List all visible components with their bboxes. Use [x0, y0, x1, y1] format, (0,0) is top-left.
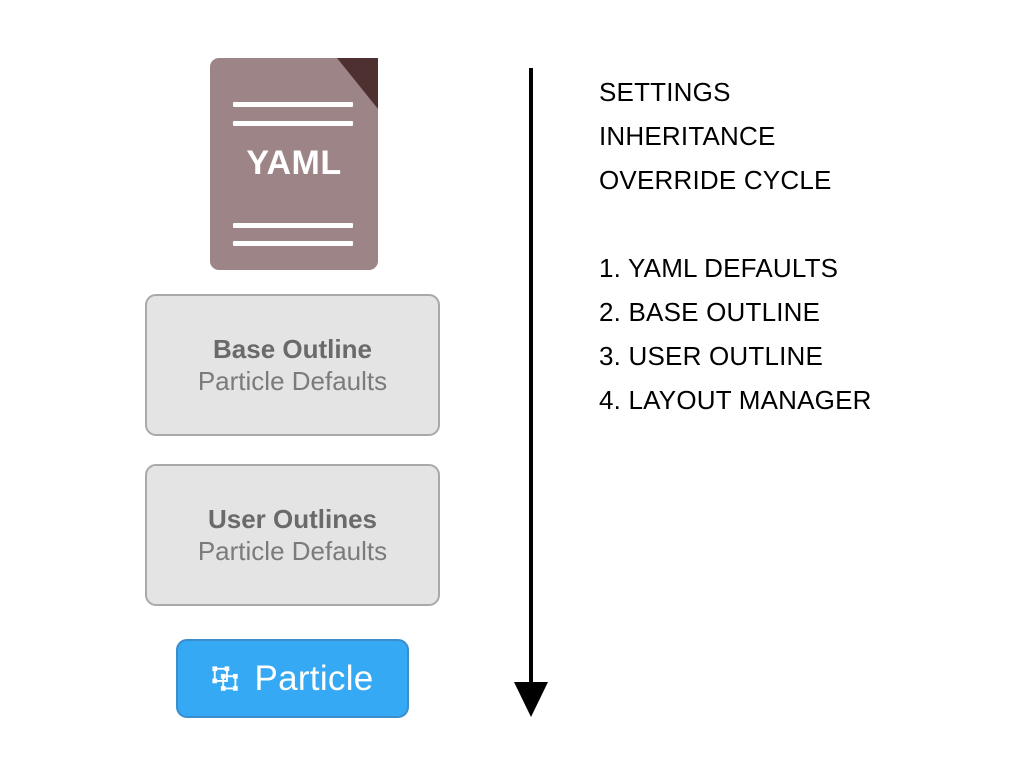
particle-button-label: Particle	[254, 659, 374, 698]
yaml-text-line	[233, 241, 353, 246]
user-outlines-subtitle: Particle Defaults	[197, 536, 388, 566]
yaml-text-line	[233, 102, 353, 107]
notes-step-item: 4. LAYOUT MANAGER	[599, 385, 872, 415]
base-outline-subtitle: Particle Defaults	[197, 366, 388, 396]
yaml-text-line	[233, 121, 353, 126]
base-outline-title: Base Outline	[213, 333, 372, 364]
downward-flow-arrow	[514, 68, 548, 717]
yaml-label: YAML	[246, 144, 342, 182]
notes-heading-line: OVERRIDE CYCLE	[599, 165, 832, 195]
yaml-text-line	[233, 223, 353, 228]
notes-heading-line: SETTINGS	[599, 77, 731, 107]
yaml-document-body	[210, 58, 378, 270]
base-outline-box: Base Outline Particle Defaults	[145, 294, 440, 436]
user-outlines-box: User Outlines Particle Defaults	[145, 464, 440, 606]
particle-button[interactable]: Particle	[176, 639, 409, 718]
user-outlines-title: User Outlines	[207, 503, 378, 534]
yaml-document-icon: YAML	[210, 58, 378, 270]
particle-objects-icon	[212, 665, 239, 691]
notes-step-item: 3. USER OUTLINE	[599, 341, 824, 371]
notes-step-list: 1. YAML DEFAULTS 2. BASE OUTLINE 3. USER…	[599, 246, 999, 422]
notes-step-item: 1. YAML DEFAULTS	[599, 253, 839, 283]
notes-heading-line: INHERITANCE	[599, 121, 776, 151]
notes-panel: SETTINGS INHERITANCE OVERRIDE CYCLE 1. Y…	[599, 70, 999, 422]
notes-step-item: 2. BASE OUTLINE	[599, 297, 821, 327]
